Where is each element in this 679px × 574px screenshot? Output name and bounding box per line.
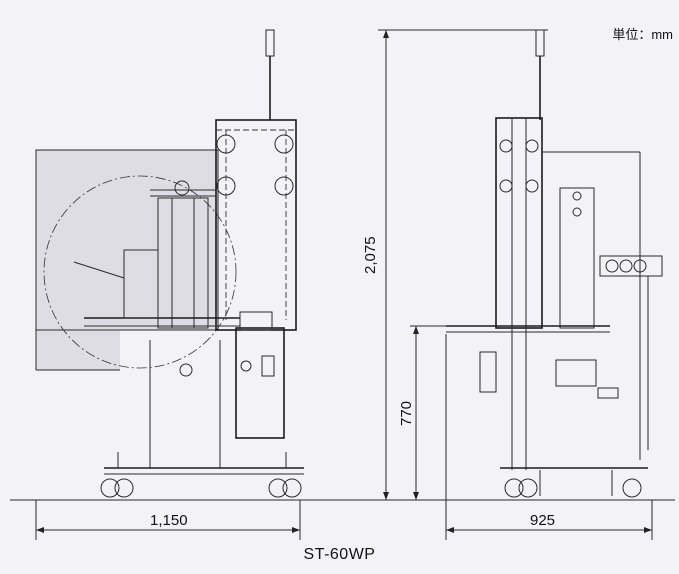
front-arch-frame — [215, 119, 297, 331]
front-motor-block — [235, 327, 285, 439]
front-pulley-1 — [216, 134, 236, 154]
front-pulley-4 — [274, 176, 294, 196]
total-height-dimension: 2,075 — [362, 236, 379, 274]
front-casters — [100, 452, 302, 498]
side-view — [446, 29, 663, 498]
side-width-dimension: 925 — [530, 512, 556, 529]
side-filter-regulator — [555, 359, 597, 387]
side-arch-frame — [495, 117, 543, 329]
front-lever — [73, 261, 125, 279]
table-height-dimension: 770 — [398, 400, 415, 426]
front-pulley-2 — [274, 134, 294, 154]
front-width-dimension: 1,150 — [150, 512, 188, 529]
coil-reel-outline — [43, 175, 237, 369]
front-view — [35, 29, 304, 498]
unit-label: 単位：mm — [612, 27, 673, 42]
side-signal-tower — [535, 29, 545, 57]
model-name: ST-60WP — [303, 546, 376, 563]
side-casters — [504, 470, 642, 498]
front-signal-tower — [265, 29, 275, 57]
front-table-shadow — [36, 150, 218, 370]
side-cylinder-column — [559, 187, 595, 329]
side-air-valve — [599, 255, 663, 277]
front-pulley-3 — [216, 176, 236, 196]
dimension-lines — [35, 29, 653, 540]
